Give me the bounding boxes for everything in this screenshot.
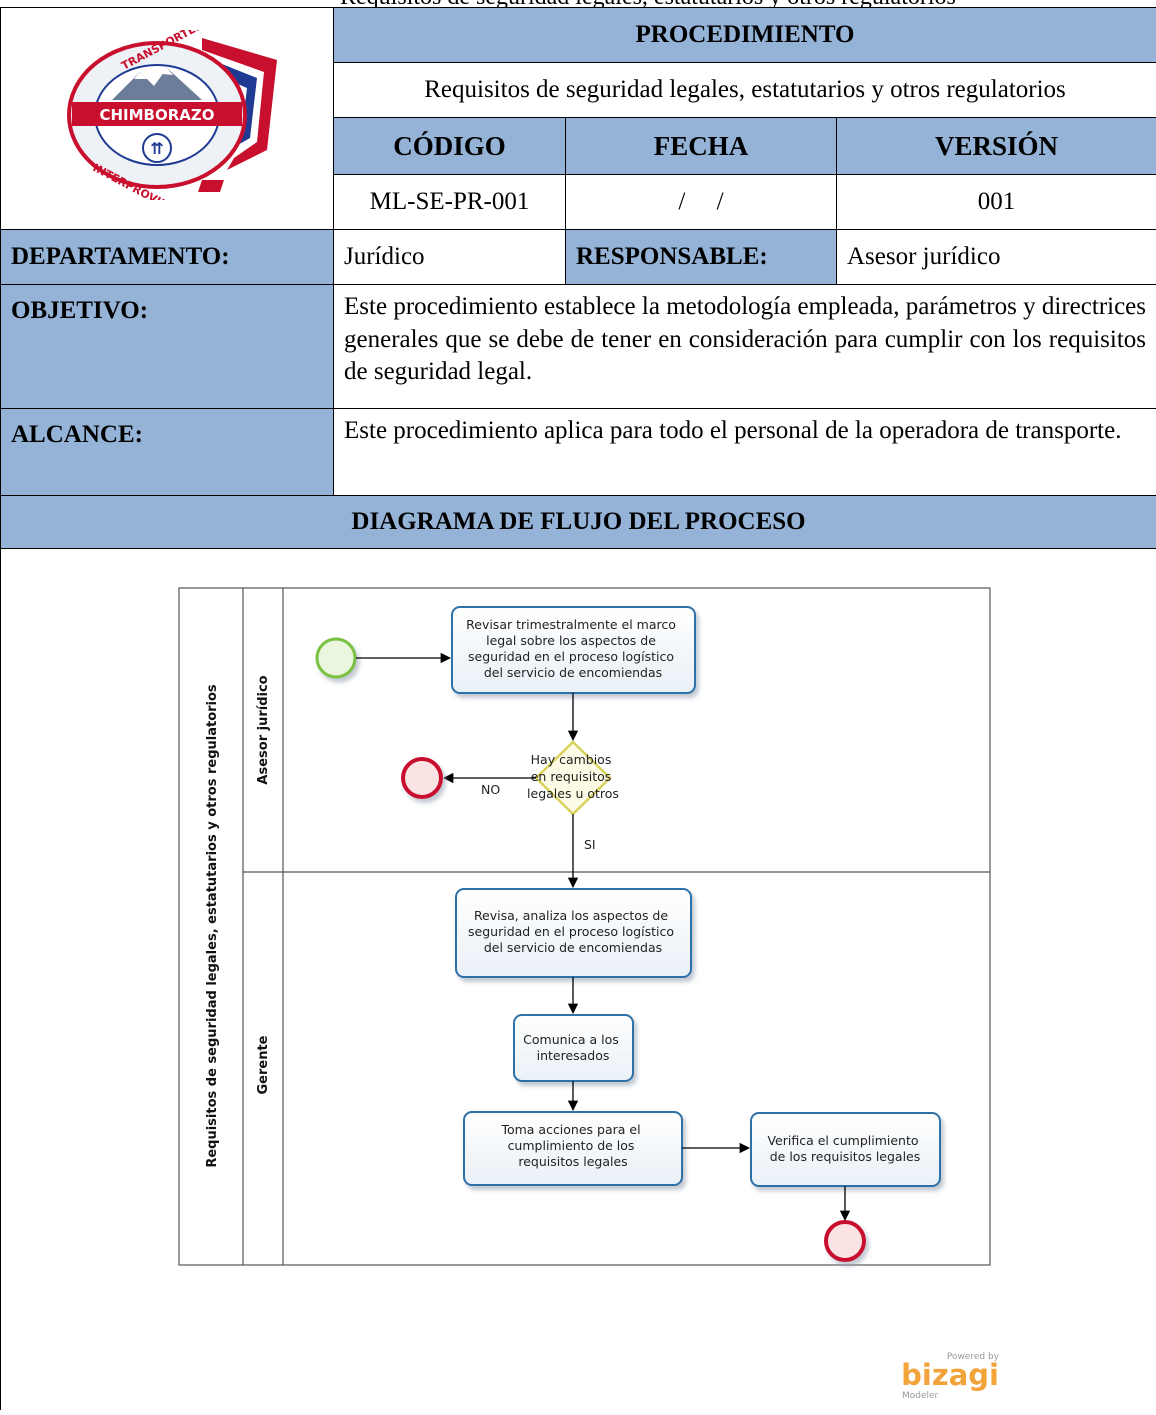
- no-label: NO: [481, 782, 500, 797]
- end-event: [826, 1222, 864, 1260]
- lane-label-asesor: Asesor jurídico: [256, 675, 271, 784]
- task-toma-acciones: Toma acciones para el cumplimiento de lo…: [464, 1112, 682, 1185]
- fecha-value: / /: [566, 175, 837, 230]
- watermark-modeler: Modeler: [902, 1391, 939, 1401]
- bpmn-diagram: Requisitos de seguridad legales, estatut…: [1, 549, 1156, 1410]
- logo-middle-text: CHIMBORAZO: [99, 106, 214, 124]
- procedure-title: Requisitos de seguridad legales, estatut…: [334, 63, 1156, 118]
- watermark-brand: bizagi: [901, 1358, 999, 1392]
- company-logo: CHIMBORAZO ⇈ TRANSPORTES INTERPROVINCIAL: [52, 30, 282, 200]
- cropped-header-text: Requisitos de seguridad legales, estatut…: [340, 0, 956, 7]
- flow-diagram-area: Requisitos de seguridad legales, estatut…: [0, 549, 1156, 1410]
- bizagi-watermark: Powered by bizagi Modeler: [901, 1352, 1000, 1401]
- version-header: VERSIÓN: [837, 118, 1156, 175]
- alcance-label: ALCANCE:: [1, 409, 334, 496]
- alcance-value: Este procedimiento aplica para todo el p…: [334, 409, 1156, 496]
- departamento-value: Jurídico: [334, 230, 566, 285]
- responsable-label: RESPONSABLE:: [566, 230, 837, 285]
- cropped-header-line: Requisitos de seguridad legales, estatut…: [0, 0, 1156, 7]
- start-event: [317, 639, 355, 677]
- codigo-value: ML-SE-PR-001: [334, 175, 566, 230]
- si-label: SI: [584, 837, 596, 852]
- task5-text: Verifica el cumplimiento de los requisit…: [767, 1133, 922, 1164]
- procedure-header-table: CHIMBORAZO ⇈ TRANSPORTES INTERPROVINCIAL…: [0, 7, 1156, 549]
- departamento-label: DEPARTAMENTO:: [1, 230, 334, 285]
- objetivo-value: Este procedimiento establece la metodolo…: [334, 285, 1156, 409]
- task2-text: Revisa, analiza los aspectos de segurida…: [468, 908, 678, 955]
- logo-arrows-icon: ⇈: [150, 139, 163, 158]
- pool-label: Requisitos de seguridad legales, estatut…: [205, 684, 220, 1168]
- codigo-header: CÓDIGO: [334, 118, 566, 175]
- task-revisa-analiza: Revisa, analiza los aspectos de segurida…: [456, 889, 691, 977]
- objetivo-label: OBJETIVO:: [1, 285, 334, 409]
- gateway-text: Hay cambios en requisitos legales u otro…: [527, 752, 619, 801]
- responsable-value: Asesor jurídico: [837, 230, 1156, 285]
- logo-red-block: [198, 180, 224, 192]
- lane-label-gerente: Gerente: [256, 1035, 271, 1094]
- version-value: 001: [837, 175, 1156, 230]
- end-event-no: [403, 759, 441, 797]
- procedimiento-header: PROCEDIMIENTO: [334, 8, 1156, 63]
- task-comunica: Comunica a los interesados: [514, 1015, 633, 1081]
- task-verifica: Verifica el cumplimiento de los requisit…: [751, 1113, 940, 1186]
- section-title: DIAGRAMA DE FLUJO DEL PROCESO: [1, 496, 1156, 549]
- task-revisar-marco-legal: Revisar trimestralmente el marco legal s…: [452, 607, 695, 693]
- fecha-header: FECHA: [566, 118, 837, 175]
- task1-text: Revisar trimestralmente el marco legal s…: [466, 617, 680, 680]
- task4-text: Toma acciones para el cumplimiento de lo…: [500, 1122, 644, 1169]
- task3-text: Comunica a los interesados: [523, 1032, 623, 1063]
- company-logo-cell: CHIMBORAZO ⇈ TRANSPORTES INTERPROVINCIAL: [1, 8, 334, 230]
